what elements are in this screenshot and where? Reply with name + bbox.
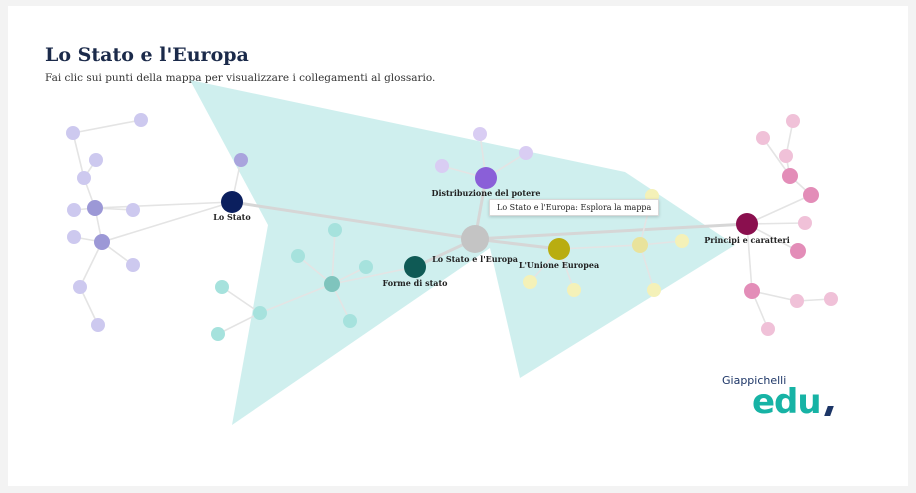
map-node[interactable] xyxy=(328,223,342,237)
label-principi-e-caratteri: Principi e caratteri xyxy=(704,235,789,245)
logo-brand: Giappichelli xyxy=(722,374,787,387)
map-node[interactable] xyxy=(134,113,148,127)
map-node[interactable] xyxy=(756,131,770,145)
node-center[interactable] xyxy=(461,225,489,253)
map-node[interactable] xyxy=(91,318,105,332)
map-node[interactable] xyxy=(824,292,838,306)
node-unione-europea[interactable] xyxy=(548,238,570,260)
map-node[interactable] xyxy=(343,314,357,328)
node-forme-di-stato[interactable] xyxy=(404,256,426,278)
tooltip: Lo Stato e l'Europa: Esplora la mappa xyxy=(489,199,660,216)
map-node[interactable] xyxy=(647,283,661,297)
map-node[interactable] xyxy=(779,149,793,163)
map-node[interactable] xyxy=(790,243,806,259)
map-node[interactable] xyxy=(744,283,760,299)
map-node[interactable] xyxy=(234,153,248,167)
node-principi-e-caratteri[interactable] xyxy=(736,213,758,235)
map-node[interactable] xyxy=(632,237,648,253)
map-node[interactable] xyxy=(798,216,812,230)
label-lo-stato: Lo Stato xyxy=(213,212,251,222)
logo-mark: edu xyxy=(752,382,822,422)
map-node[interactable] xyxy=(790,294,804,308)
map-node[interactable] xyxy=(77,171,91,185)
map-node[interactable] xyxy=(675,234,689,248)
map-node[interactable] xyxy=(89,153,103,167)
map-node[interactable] xyxy=(359,260,373,274)
map-node[interactable] xyxy=(126,258,140,272)
lo-stato-subnodes xyxy=(66,113,248,332)
label-forme-di-stato: Forme di stato xyxy=(383,278,449,288)
map-node[interactable] xyxy=(324,276,340,292)
forme-subnodes xyxy=(211,223,373,341)
map-node[interactable] xyxy=(73,280,87,294)
map-node[interactable] xyxy=(94,234,110,250)
page-title: Lo Stato e l'Europa xyxy=(45,44,249,66)
secondary-edges xyxy=(72,119,832,335)
label-center: Lo Stato e l'Europa xyxy=(432,254,518,264)
map-node[interactable] xyxy=(66,126,80,140)
map-node[interactable] xyxy=(211,327,225,341)
map-node[interactable] xyxy=(803,187,819,203)
map-node[interactable] xyxy=(782,168,798,184)
node-lo-stato[interactable] xyxy=(221,191,243,213)
logo-tick xyxy=(824,406,834,416)
map-node[interactable] xyxy=(291,249,305,263)
map-node[interactable] xyxy=(126,203,140,217)
map-node[interactable] xyxy=(473,127,487,141)
label-distribuzione-del-potere: Distribuzione del potere xyxy=(432,188,541,198)
page-subtitle: Fai clic sui punti della mappa per visua… xyxy=(45,72,436,84)
distribuzione-subnodes xyxy=(435,127,533,173)
principi-subnodes xyxy=(744,114,838,336)
map-node[interactable] xyxy=(215,280,229,294)
map-node[interactable] xyxy=(67,203,81,217)
map-node[interactable] xyxy=(786,114,800,128)
map-node[interactable] xyxy=(567,283,581,297)
node-distribuzione-del-potere[interactable] xyxy=(475,167,497,189)
map-node[interactable] xyxy=(87,200,103,216)
map-node[interactable] xyxy=(761,322,775,336)
map-node[interactable] xyxy=(67,230,81,244)
map-node[interactable] xyxy=(523,275,537,289)
highlight-region xyxy=(190,80,735,425)
map-node[interactable] xyxy=(519,146,533,160)
map-node[interactable] xyxy=(435,159,449,173)
map-node[interactable] xyxy=(253,306,267,320)
publisher-logo: Giappichelli edu xyxy=(722,372,842,422)
label-unione-europea: L'Unione Europea xyxy=(519,260,599,270)
